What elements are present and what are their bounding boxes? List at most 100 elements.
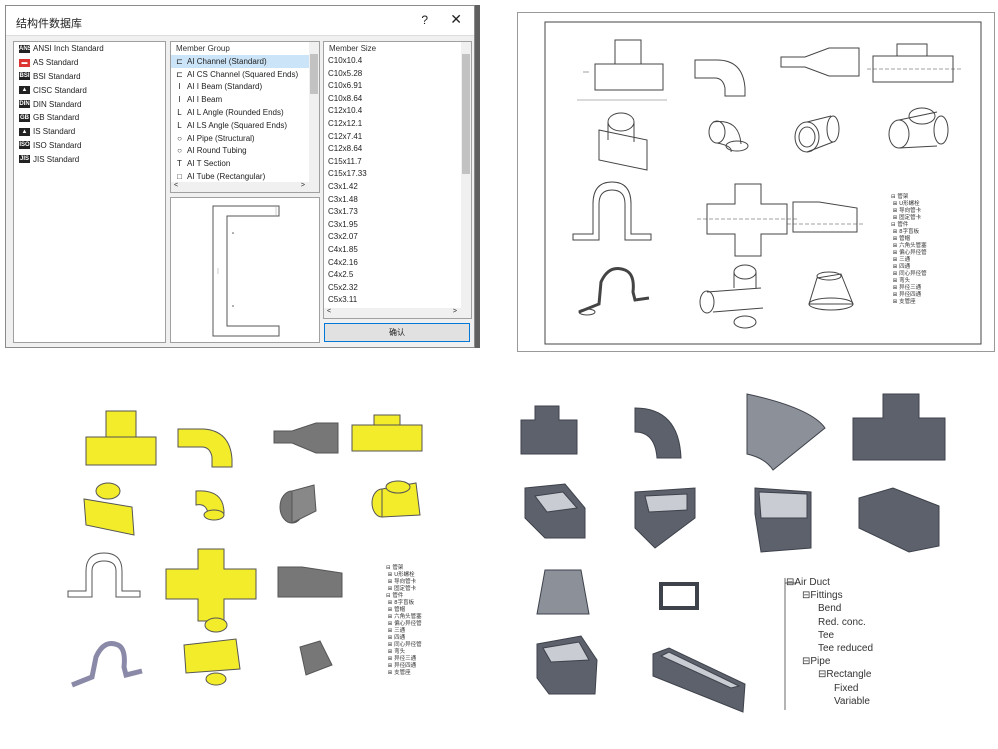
confirm-button[interactable]: 确认: [324, 323, 470, 342]
duct-tree-node[interactable]: ⊟Pipe: [786, 655, 873, 668]
scroll-thumb[interactable]: [462, 54, 470, 174]
tee-drawing-yellow: [85, 410, 157, 466]
member-size-item[interactable]: C12x8.64: [328, 144, 363, 154]
member-size-item[interactable]: C12x12.1: [328, 118, 363, 128]
member-size-item[interactable]: C3x1.48: [328, 194, 358, 204]
bsi-icon: BSI: [19, 72, 30, 81]
u-clamp-3d: [578, 267, 650, 316]
member-size-item[interactable]: C3x1.73: [328, 207, 358, 217]
duct-tree-node[interactable]: ⊟Rectangle: [786, 668, 873, 681]
duct-tree-node[interactable]: Fixed: [786, 682, 873, 695]
member-group-item[interactable]: □AI Tube (Rectangular): [171, 170, 319, 183]
member-size-item[interactable]: C10x5.28: [328, 68, 363, 78]
expand-icon[interactable]: ⊟: [818, 669, 827, 681]
eccentric-reducer-drawing: [787, 201, 863, 233]
scroll-left-icon[interactable]: <: [174, 182, 179, 189]
duct-tree-node[interactable]: ⊟Fittings: [786, 589, 873, 602]
expand-icon[interactable]: ⊟: [786, 577, 795, 588]
member-group-list[interactable]: Member Group ⊏AI Channel (Standard)⊏AI C…: [170, 41, 320, 193]
duct-tree-node[interactable]: Red. conc.: [786, 616, 873, 629]
tree-node: ⊞ 同心异径管: [386, 640, 422, 648]
duct-tree-node[interactable]: Variable: [786, 695, 873, 708]
member-size-item[interactable]: C3x1.42: [328, 181, 358, 191]
member-size-item[interactable]: C4x2.16: [328, 257, 358, 267]
member-size-item[interactable]: C12x7.41: [328, 131, 363, 141]
member-size-hscroll[interactable]: < >: [324, 308, 471, 318]
reducer-3d: [794, 115, 840, 153]
air-duct-fittings: [520, 393, 946, 713]
member-group-vscroll[interactable]: [309, 42, 319, 182]
tree-node: ⊞ 支管座: [891, 297, 916, 305]
member-group-item[interactable]: ○AI Pipe (Structural): [171, 132, 319, 145]
scroll-right-icon[interactable]: >: [452, 308, 457, 315]
standard-item[interactable]: ▲CISC Standard: [14, 83, 165, 97]
gb-icon: GB: [19, 113, 30, 122]
elbow-drawing: [694, 59, 746, 97]
member-size-vscroll[interactable]: [461, 42, 471, 308]
profile-icon: L: [177, 120, 182, 130]
scroll-left-icon[interactable]: <: [327, 308, 332, 315]
is-icon: ▲: [19, 127, 30, 136]
standard-item[interactable]: ▬AS Standard: [14, 56, 165, 70]
member-size-item[interactable]: C15x11.7: [328, 156, 362, 166]
tree-node: ⊞ 三通: [386, 626, 406, 634]
help-icon[interactable]: ?: [421, 13, 428, 27]
member-size-item[interactable]: C10x6.91: [328, 81, 363, 91]
expand-icon[interactable]: ⊟: [802, 656, 811, 668]
tee-3d: [598, 112, 648, 171]
member-size-item[interactable]: C3x1.95: [328, 219, 358, 229]
member-size-item[interactable]: C5x3.11: [328, 295, 358, 305]
ansi-icon: ANSI: [19, 44, 34, 53]
member-size-item[interactable]: C12x10.4: [328, 106, 363, 116]
reducer-3d-gray: [279, 484, 317, 524]
member-size-item[interactable]: C15x17.33: [328, 169, 367, 179]
member-size-item[interactable]: C4x1.85: [328, 244, 358, 254]
scroll-thumb[interactable]: [310, 54, 318, 94]
duct-tree-node[interactable]: Bend: [786, 602, 873, 615]
tree-node: ⊞ 支管座: [386, 668, 411, 676]
duct-tree-node[interactable]: Tee reduced: [786, 642, 873, 655]
member-size-item[interactable]: C10x10.4: [328, 56, 363, 65]
close-icon[interactable]: ✕: [450, 11, 462, 27]
reducer-cone-3d: [808, 271, 854, 311]
din-icon: DIN: [19, 100, 30, 109]
scroll-right-icon[interactable]: >: [300, 182, 305, 189]
member-size-item[interactable]: C4x2.5: [328, 270, 354, 280]
cross-drawing: [697, 183, 797, 257]
duct-tree-node[interactable]: Tee: [786, 629, 873, 642]
cross-3d: [699, 264, 764, 329]
member-group-item[interactable]: ⊏AI CS Channel (Squared Ends): [171, 68, 319, 81]
member-size-item[interactable]: C5x2.32: [328, 282, 358, 292]
member-size-item[interactable]: C3x2.07: [328, 232, 358, 242]
duct-tree-node[interactable]: ⊟Air Duct: [786, 576, 873, 589]
member-size-item[interactable]: C10x8.64: [328, 93, 363, 103]
member-group-item[interactable]: ⊏AI Channel (Standard): [171, 55, 319, 68]
duct-reducer-3d: [536, 635, 598, 695]
pipe-fittings-drawing-sheet: ⊟ 管架 ⊞ U形螺栓 ⊞ 导向管卡 ⊞ 固定管卡⊟ 管件 ⊞ 8字盲板 ⊞ 管…: [517, 12, 995, 352]
member-group-hscroll[interactable]: < >: [171, 182, 319, 192]
standard-label: JIS Standard: [33, 154, 80, 164]
expand-icon[interactable]: ⊟: [802, 590, 811, 602]
tree-node: ⊞ 固定管卡: [891, 213, 922, 221]
member-group-item[interactable]: ○AI Round Tubing: [171, 145, 319, 158]
duct-bend-3d: [634, 487, 696, 549]
standard-item[interactable]: ▲IS Standard: [14, 125, 165, 139]
member-group-label: AI Channel (Standard): [187, 56, 267, 66]
tree-node: ⊞ 四通: [891, 262, 911, 270]
